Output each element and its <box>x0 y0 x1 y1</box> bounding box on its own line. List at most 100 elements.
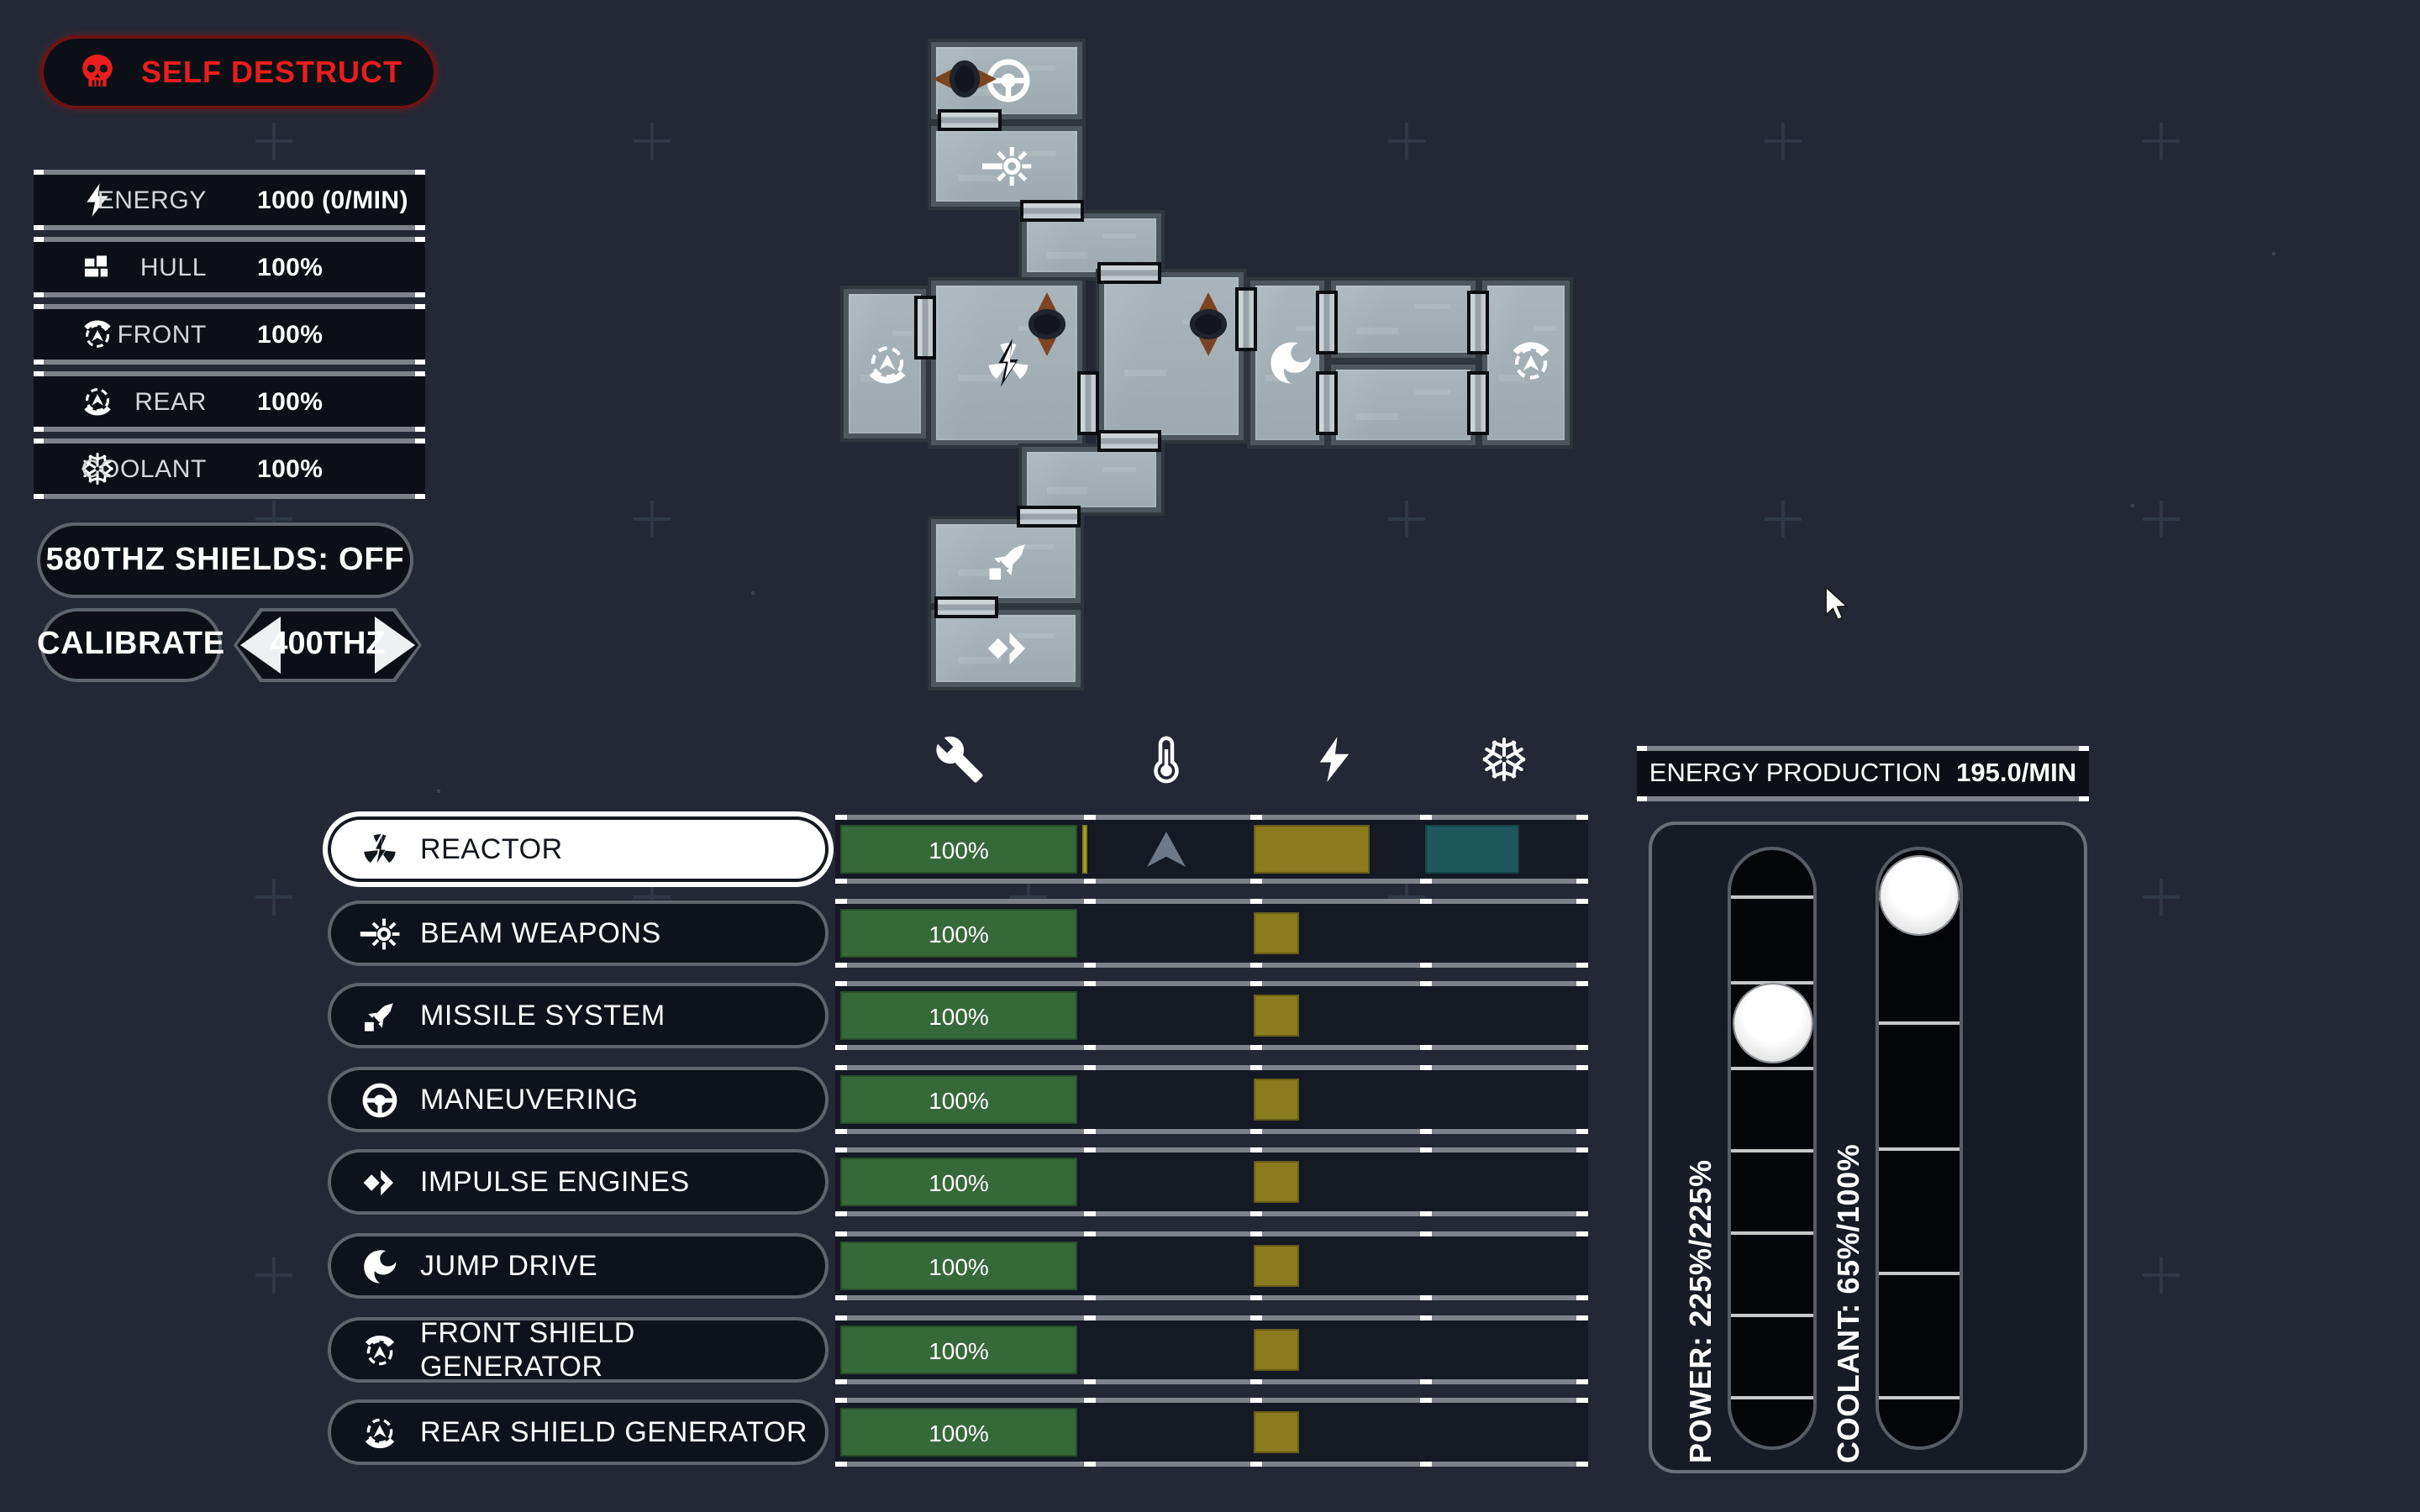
power-bar <box>1254 1079 1299 1121</box>
border-tick <box>34 371 44 376</box>
column-tick <box>1420 1398 1432 1403</box>
system-row-border <box>835 1295 1588 1300</box>
border-tick <box>415 237 425 242</box>
column-tick <box>1576 963 1588 968</box>
power-slider-track[interactable] <box>1728 847 1817 1450</box>
status-label: ENERGY <box>97 186 207 214</box>
room-lower-corridor <box>1022 447 1161 512</box>
system-button-maneuvering[interactable]: MANEUVERING <box>328 1067 829 1132</box>
column-tick <box>1084 815 1096 820</box>
coolant-slider-track[interactable] <box>1876 847 1963 1450</box>
column-tick <box>1420 1379 1432 1384</box>
background-dot <box>2272 252 2275 255</box>
room-texture <box>1018 151 1055 156</box>
column-tick <box>1420 1129 1432 1134</box>
repair-bar: 100% <box>840 1408 1077 1457</box>
room-texture <box>1534 326 1556 331</box>
system-label: REACTOR <box>420 832 563 864</box>
grid-cross-icon <box>2142 879 2179 916</box>
status-row-border <box>34 237 425 242</box>
border-tick <box>1637 746 1647 751</box>
system-button-missile-system[interactable]: MISSILE SYSTEM <box>328 983 829 1048</box>
status-row-border <box>34 292 425 297</box>
skull-icon <box>76 50 119 94</box>
shields-toggle-button[interactable]: 580THZ SHIELDS: OFF <box>37 522 413 598</box>
column-tick <box>1084 1295 1096 1300</box>
system-row-border <box>835 1231 1588 1236</box>
room-starboard-corridor-bottom <box>1331 365 1476 445</box>
background-dot <box>751 591 755 595</box>
border-tick <box>415 438 425 444</box>
system-row-border <box>835 1398 1588 1403</box>
column-tick <box>835 963 847 968</box>
column-tick <box>1250 1045 1262 1050</box>
column-tick <box>1576 1045 1588 1050</box>
door <box>1235 287 1257 351</box>
repair-bar: 100% <box>840 909 1077 958</box>
shield-frequency-spinner: 400THZ <box>234 608 422 682</box>
room-texture <box>1017 544 1054 549</box>
column-tick <box>835 1379 847 1384</box>
shields-toggle-label: 580THZ SHIELDS: OFF <box>45 542 405 577</box>
column-tick <box>1250 1211 1262 1216</box>
grid-cross-icon <box>633 501 670 538</box>
column-tick <box>1084 1462 1096 1467</box>
column-tick <box>1576 1315 1588 1320</box>
coolant-slider-knob[interactable] <box>1881 857 1958 934</box>
border-tick <box>415 304 425 309</box>
door <box>914 296 936 360</box>
system-row-border <box>835 1129 1588 1134</box>
self-destruct-label: SELF DESTRUCT <box>141 55 403 88</box>
column-tick <box>835 1129 847 1134</box>
frequency-value: 400THZ <box>270 627 386 662</box>
column-tick <box>835 1398 847 1403</box>
room-texture <box>1356 413 1398 420</box>
system-button-rear-shield-generator[interactable]: REAR SHIELD GENERATOR <box>328 1399 829 1465</box>
column-tick <box>1576 981 1588 986</box>
calibrate-button[interactable]: CALIBRATE <box>37 608 224 682</box>
grid-cross-icon <box>255 501 292 538</box>
skull-icon <box>76 50 119 94</box>
steering-icon <box>360 1079 400 1120</box>
snowflake-icon <box>79 450 116 487</box>
repair-bar: 100% <box>840 1326 1077 1374</box>
column-tick <box>1250 1147 1262 1152</box>
system-button-impulse-engines[interactable]: IMPULSE ENGINES <box>328 1149 829 1215</box>
system-button-reactor[interactable]: REACTOR <box>328 816 829 882</box>
room-texture <box>1018 66 1055 71</box>
energy-header-border <box>1637 796 2089 801</box>
column-tick <box>835 1211 847 1216</box>
power-bar <box>1254 1411 1299 1453</box>
coolant-bar <box>1425 825 1519 874</box>
system-button-jump-drive[interactable]: JUMP DRIVE <box>328 1233 829 1299</box>
slider-segment-line <box>1731 1067 1813 1070</box>
column-tick <box>1084 1211 1096 1216</box>
door <box>1316 291 1338 354</box>
room-texture <box>1124 370 1166 376</box>
coolant-slider-label: COOLANT: 65%/100% <box>1832 1143 1865 1463</box>
status-label: COOLANT <box>81 454 207 483</box>
grid-cross-icon <box>1010 879 1047 916</box>
door <box>1097 262 1161 284</box>
border-tick <box>34 494 44 499</box>
room-texture <box>1265 375 1287 381</box>
column-tick <box>1576 1462 1588 1467</box>
column-tick <box>1420 879 1432 884</box>
power-bar <box>1254 995 1299 1037</box>
system-button-front-shield-generator[interactable]: FRONT SHIELD GENERATOR <box>328 1316 829 1383</box>
door <box>1097 430 1161 452</box>
column-tick <box>1420 1211 1432 1216</box>
slider-segment-line <box>1731 1231 1813 1235</box>
column-tick <box>1250 899 1262 904</box>
column-tick <box>1250 879 1262 884</box>
status-row-border <box>34 170 425 175</box>
column-tick <box>1420 899 1432 904</box>
power-slider-knob[interactable] <box>1734 984 1812 1062</box>
column-tick <box>1250 1295 1262 1300</box>
self-destruct-button[interactable]: SELF DESTRUCT <box>40 35 437 109</box>
room-texture <box>1356 328 1398 334</box>
system-button-beam-weapons[interactable]: BEAM WEAPONS <box>328 900 829 966</box>
